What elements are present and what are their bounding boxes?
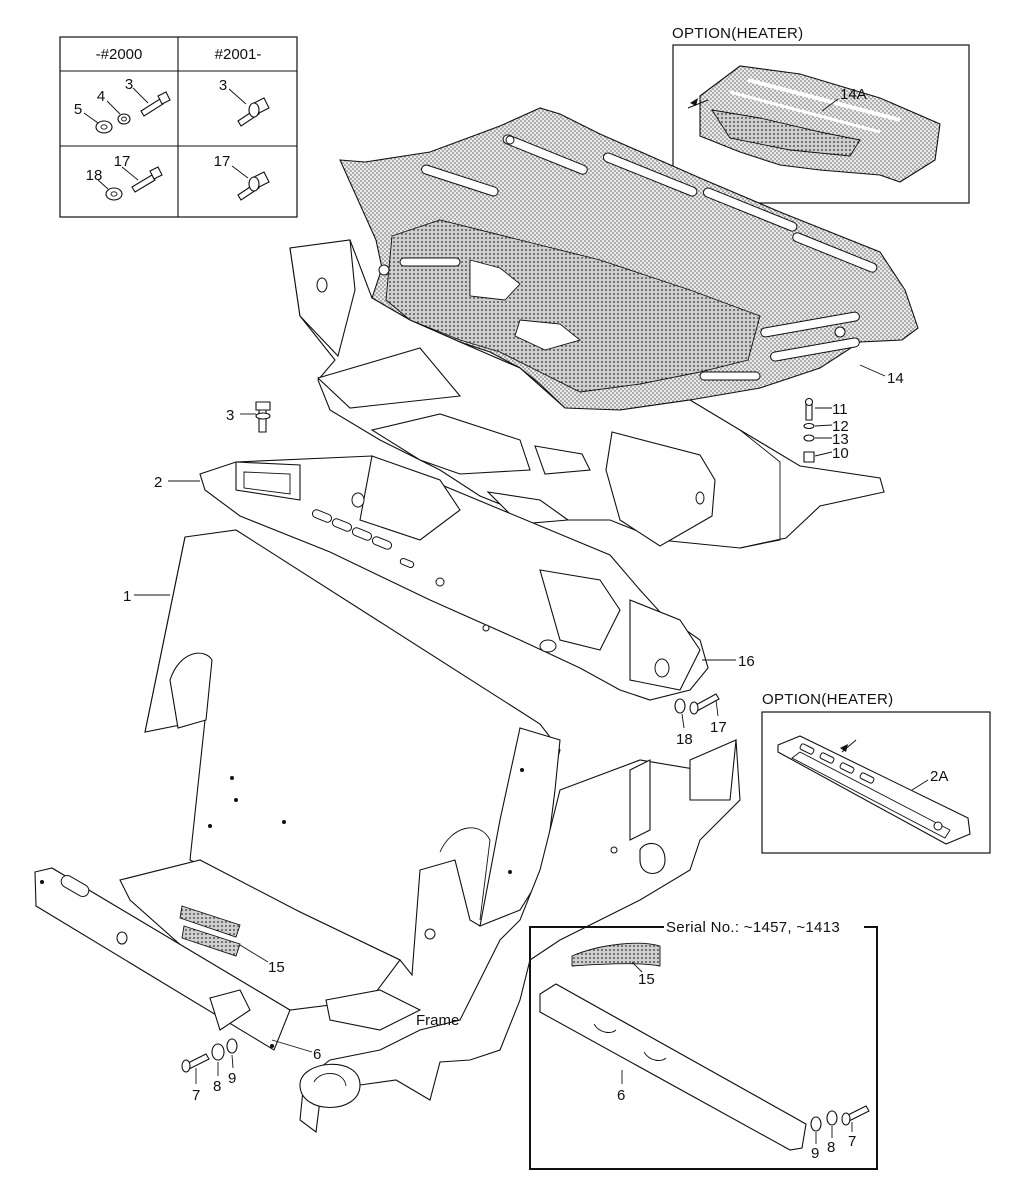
table-callout-18: 18 [86,167,103,184]
callout-18: 18 [676,731,693,748]
callout-17: 17 [710,719,727,736]
washer-icon [95,120,113,134]
serial-callout-6: 6 [617,1087,625,1104]
callout-14: 14 [887,370,904,387]
front-bar-6 [34,867,291,1051]
callout-7: 7 [192,1087,200,1104]
table-callout-17-right: 17 [214,153,231,170]
option-heater-bracket-box: OPTION(HEATER) 2A [761,691,991,854]
frame-label: Frame [416,1012,459,1029]
callout-14a: 14A [840,86,867,103]
support-frame-2 [199,455,709,701]
callout-3: 3 [226,407,234,424]
table-callout-17-left: 17 [114,153,131,170]
lower-frame: Frame [119,738,741,1134]
flange-bolt-icon [237,97,270,127]
callout-9: 9 [228,1070,236,1087]
flange-bolt-icon [237,171,270,201]
table-callout-3-left: 3 [125,76,133,93]
callout-16: 16 [738,653,755,670]
hardware-stack-10-13: 11 12 13 10 [803,397,849,463]
serial-box-title: Serial No.: ~1457, ~1413 [666,919,840,936]
bolt-assembly-17-18 [674,693,720,715]
bolt-icon [140,91,171,117]
option-heater-mat-box: OPTION(HEATER) 14A [672,25,970,204]
callout-6: 6 [313,1046,321,1063]
bolt-icon [131,166,163,193]
serial-callout-9: 9 [811,1145,819,1162]
floor-plate [289,239,885,549]
variant-table: -#2000 #2001- 5 4 3 3 [59,36,298,218]
callout-2: 2 [154,474,162,491]
callout-15: 15 [268,959,285,976]
serial-box: Serial No.: ~1457, ~1413 15 6 9 8 7 [529,918,878,1170]
callout-13: 13 [832,431,849,448]
pad-15 [179,905,241,957]
option-heater-title-top: OPTION(HEATER) [672,25,803,42]
serial-callout-7: 7 [848,1133,856,1150]
callout-10: 10 [832,445,849,462]
table-header-right: #2001- [215,46,262,63]
callout-2a: 2A [930,768,948,785]
serial-callout-15: 15 [638,971,655,988]
washer-icon [105,187,123,201]
table-callout-3-right: 3 [219,77,227,94]
table-header-left: -#2000 [96,46,143,63]
callout-12: 12 [832,418,849,435]
callout-8: 8 [213,1078,221,1095]
table-callout-4: 4 [97,88,105,105]
floor-mat: 14 [339,107,919,417]
bolt-3-main [255,401,271,433]
serial-callout-8: 8 [827,1139,835,1156]
callout-11: 11 [832,401,848,418]
table-callout-5: 5 [74,101,82,118]
callout-1: 1 [123,588,131,605]
bolt-assembly-7-8-9 [181,1038,238,1073]
lock-washer-icon [117,113,131,125]
option-heater-title-right: OPTION(HEATER) [762,691,893,708]
